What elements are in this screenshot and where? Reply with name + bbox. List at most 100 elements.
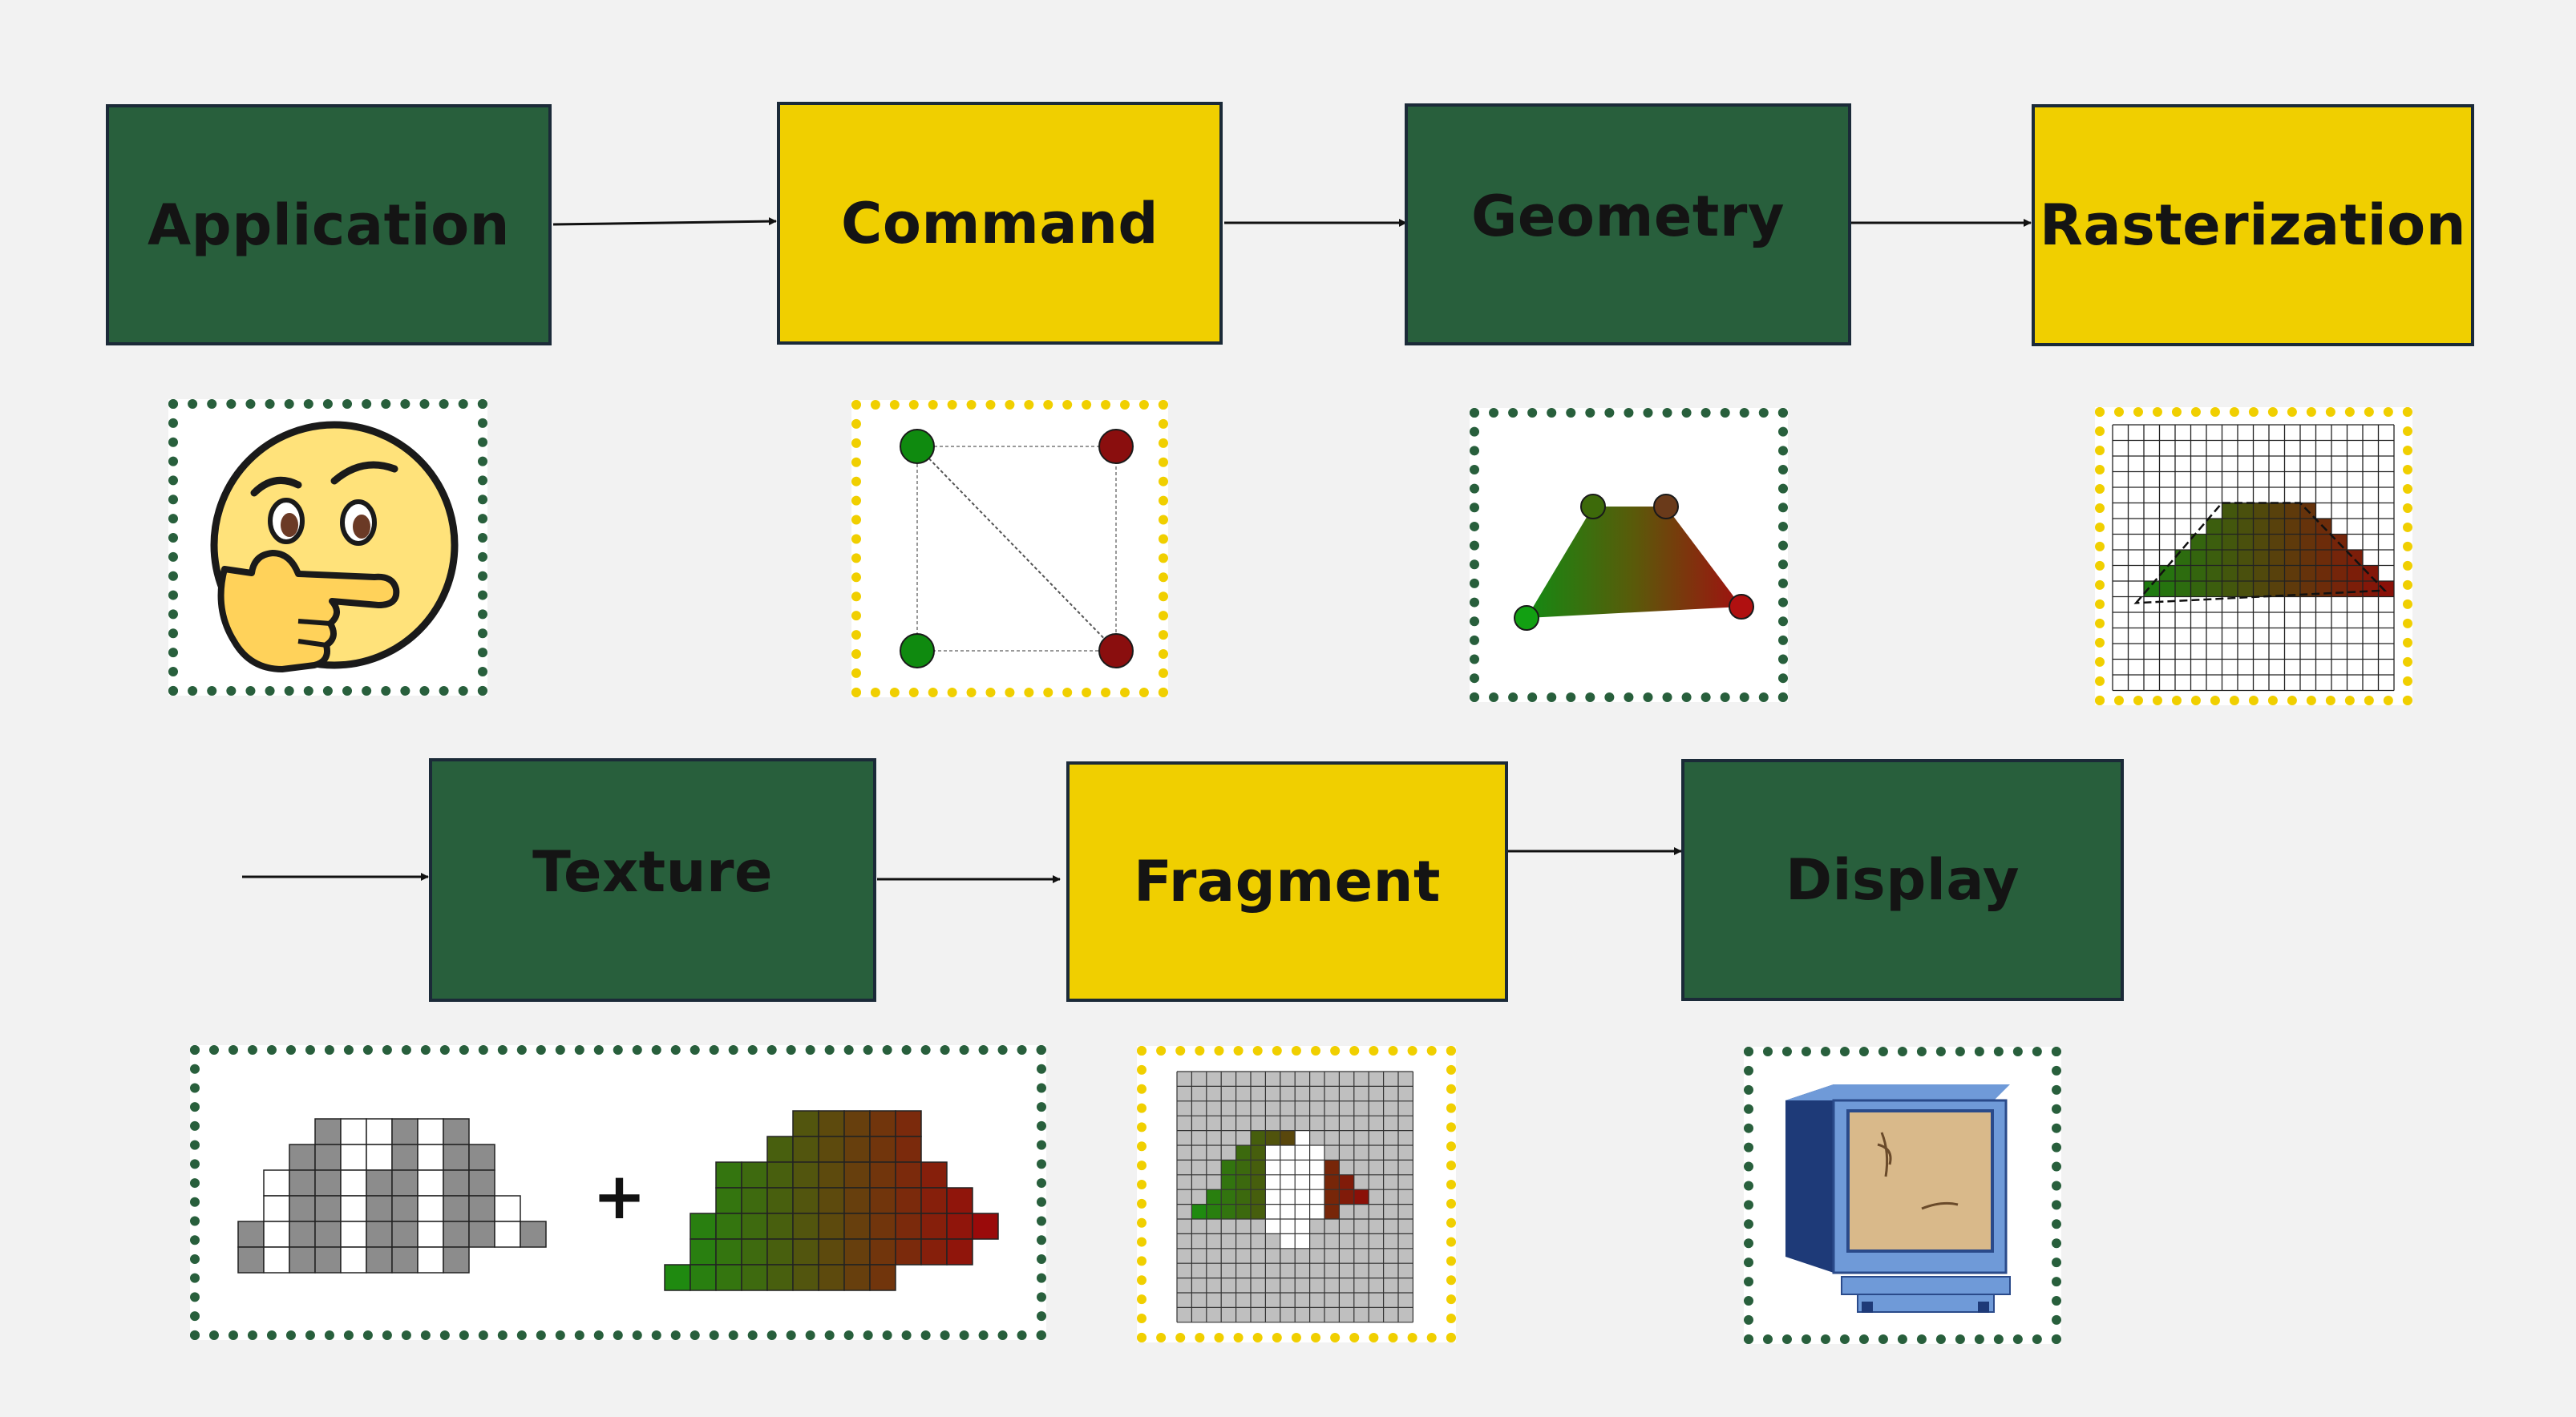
fragment-pixel <box>1309 1160 1324 1175</box>
texture-color-pixel <box>818 1213 845 1240</box>
fragment-pixel <box>1265 1160 1280 1175</box>
texture-color-pixel <box>715 1187 742 1214</box>
raster-pixel <box>2175 550 2191 566</box>
texture-color-pixel <box>715 1161 742 1189</box>
texture-color-pixel <box>715 1213 742 1240</box>
texture-color-pixel <box>792 1238 819 1266</box>
fragment-pixel <box>1265 1174 1280 1190</box>
texture-color-pixel <box>689 1264 717 1291</box>
fragment-pixel <box>1221 1174 1236 1190</box>
texture-color-pixel <box>792 1264 819 1291</box>
texture-color-pixel <box>946 1187 973 1214</box>
texture-mask-pixel <box>417 1221 444 1248</box>
texture-mask-pixel <box>391 1118 419 1145</box>
texture-color-pixel <box>895 1213 922 1240</box>
texture-mask-pixel <box>443 1246 470 1274</box>
texture-mask-pixel <box>289 1246 316 1274</box>
fragment-pixel <box>1251 1189 1266 1205</box>
texture-color-pixel <box>818 1136 845 1163</box>
raster-pixel <box>2284 565 2300 581</box>
fragment-pixel <box>1251 1204 1266 1219</box>
command-illustration-frame <box>851 400 1168 697</box>
texture-color-pixel <box>818 1264 845 1291</box>
texture-color-pixel <box>818 1238 845 1266</box>
fragment-pixel <box>1309 1204 1324 1219</box>
texture-mask-pixel <box>443 1195 470 1222</box>
texture-color-pixel <box>792 1187 819 1214</box>
texture-mask-pixel <box>314 1221 342 1248</box>
raster-pixel <box>2253 534 2269 550</box>
texture-mask-pixel <box>263 1221 290 1248</box>
pixel-texture-icon <box>237 1110 999 1291</box>
fragment-pixel <box>1295 1204 1310 1219</box>
raster-pixel <box>2331 565 2348 581</box>
texture-color-pixel <box>869 1110 896 1137</box>
raster-pixel <box>2222 581 2238 597</box>
texture-mask-pixel <box>314 1169 342 1197</box>
fragment-pixel <box>1280 1204 1296 1219</box>
raster-pixel <box>2190 581 2206 597</box>
stage-fragment-label: Fragment <box>1134 849 1441 914</box>
fragment-pixel <box>1191 1204 1207 1219</box>
texture-color-pixel <box>741 1161 768 1189</box>
texture-mask-pixel <box>494 1195 521 1222</box>
texture-mask-pixel <box>340 1195 367 1222</box>
fragment-pixel <box>1339 1174 1354 1190</box>
raster-pixel <box>2253 503 2269 519</box>
texture-color-pixel <box>869 1187 896 1214</box>
raster-pixel <box>2159 581 2175 597</box>
texture-mask-pixel <box>366 1221 393 1248</box>
raster-pixel <box>2222 503 2238 519</box>
fragment-pixel <box>1295 1189 1310 1205</box>
raster-pixel <box>2269 534 2285 550</box>
texture-color-pixel <box>843 1187 871 1214</box>
raster-pixel <box>2238 534 2254 550</box>
raster-pixel <box>2284 534 2300 550</box>
texture-mask-pixel <box>366 1144 393 1171</box>
stage-texture-label: Texture <box>532 839 773 905</box>
texture-color-pixel <box>689 1238 717 1266</box>
texture-color-pixel <box>972 1213 999 1240</box>
fragment-pixel <box>1309 1145 1324 1161</box>
stage-application-label: Application <box>148 192 510 258</box>
texture-mask-pixel <box>443 1118 470 1145</box>
raster-pixel <box>2190 550 2206 566</box>
texture-color-pixel <box>869 1136 896 1163</box>
texture-color-pixel <box>843 1136 871 1163</box>
texture-color-pixel <box>741 1187 768 1214</box>
stage-command-label: Command <box>840 190 1159 256</box>
raster-pixel <box>2222 534 2238 550</box>
fragment-pixel <box>1280 1130 1296 1145</box>
texture-color-pixel <box>843 1238 871 1266</box>
texture-color-pixel <box>766 1187 794 1214</box>
fragment-pixel <box>1295 1233 1310 1249</box>
texture-color-pixel <box>843 1110 871 1137</box>
texture-color-pixel <box>792 1136 819 1163</box>
raster-pixel <box>2206 534 2222 550</box>
raster-pixel <box>2300 519 2316 535</box>
texture-mask-pixel <box>417 1144 444 1171</box>
fragment-pixel <box>1324 1204 1340 1219</box>
raster-pixel <box>2300 550 2316 566</box>
texture-color-pixel <box>766 1213 794 1240</box>
fragment-pixel <box>1221 1160 1236 1175</box>
fragment-pixel <box>1324 1174 1340 1190</box>
texture-color-pixel <box>869 1264 896 1291</box>
raster-pixel <box>2315 550 2331 566</box>
fragment-pixel <box>1221 1204 1236 1219</box>
fragment-pixel <box>1280 1160 1296 1175</box>
raster-pixel <box>2284 519 2300 535</box>
fragment-pixel <box>1235 1145 1251 1161</box>
texture-color-pixel <box>792 1213 819 1240</box>
texture-illustration-frame: + <box>190 1045 1046 1340</box>
texture-color-pixel <box>766 1136 794 1163</box>
texture-mask-pixel <box>289 1169 316 1197</box>
texture-color-pixel <box>741 1238 768 1266</box>
raster-pixel <box>2269 581 2285 597</box>
texture-color-pixel <box>920 1213 948 1240</box>
texture-color-pixel <box>869 1238 896 1266</box>
texture-color-pixel <box>895 1238 922 1266</box>
application-illustration-frame <box>168 399 487 696</box>
raster-pixel <box>2206 581 2222 597</box>
